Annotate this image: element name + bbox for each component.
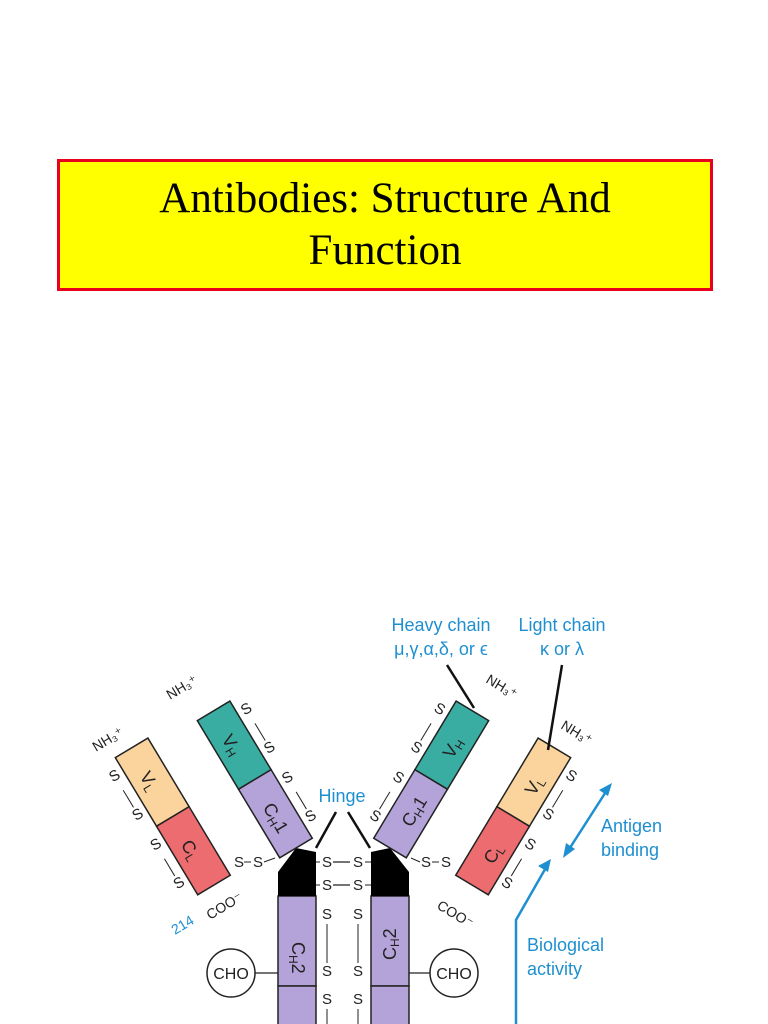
residue-214-label: 214 <box>168 912 196 938</box>
left-light-nh3: NH₃⁺ <box>89 724 126 755</box>
svg-text:S: S <box>322 877 332 894</box>
svg-text:S: S <box>322 906 332 923</box>
light-chain-label: Light chain <box>518 615 605 635</box>
left-ch2-label: CH2 <box>286 942 308 974</box>
svg-text:S: S <box>302 806 319 826</box>
svg-text:S: S <box>390 768 407 788</box>
svg-text:S: S <box>498 873 515 893</box>
svg-text:S: S <box>367 806 384 826</box>
heavy-chain-pointer <box>445 664 476 709</box>
heavy-chain-types: μ,γ,α,δ, or ϵ <box>394 639 488 659</box>
title-banner: Antibodies: Structure And Function <box>57 159 713 291</box>
left-heavy-arm: CH1 VH S S S S <box>196 699 319 859</box>
svg-text:S: S <box>539 805 556 825</box>
svg-text:S: S <box>353 877 363 894</box>
right-hinge-block <box>371 848 409 896</box>
right-light-chain: CL VL S S S S <box>454 737 580 896</box>
right-heavy-nh3: NH₃⁺ <box>483 671 520 702</box>
left-light-chain: CL VL S S S S <box>106 737 232 896</box>
right-cho-label: CHO <box>436 966 472 983</box>
svg-text:S: S <box>279 768 296 788</box>
svg-text:S: S <box>129 805 146 825</box>
svg-text:S: S <box>234 854 244 871</box>
light-chain-pointer <box>546 664 564 751</box>
svg-text:S: S <box>253 854 263 871</box>
svg-text:S: S <box>521 835 538 855</box>
antigen-label-1: Antigen <box>601 816 662 836</box>
svg-text:S: S <box>170 873 187 893</box>
svg-text:S: S <box>353 854 363 871</box>
right-light-nh3: NH₃⁺ <box>558 717 595 748</box>
biological-label-1: Biological <box>527 935 604 955</box>
right-ch2-domain <box>370 895 410 987</box>
left-hinge-block <box>278 848 316 896</box>
antigen-label-2: binding <box>601 840 659 860</box>
right-light-coo: COO⁻ <box>434 897 476 931</box>
svg-text:S: S <box>261 738 278 758</box>
hinge-label: Hinge <box>318 786 365 806</box>
svg-text:S: S <box>238 699 255 719</box>
svg-text:S: S <box>353 991 363 1008</box>
svg-text:S: S <box>353 963 363 980</box>
svg-text:S: S <box>408 738 425 758</box>
svg-text:S: S <box>322 854 332 871</box>
left-light-coo: COO⁻ <box>203 889 245 923</box>
left-heavy-nh3: NH₃⁺ <box>163 672 200 703</box>
right-ch3-domain <box>370 985 410 1024</box>
heavy-chain-label: Heavy chain <box>391 615 490 635</box>
svg-text:S: S <box>441 854 451 871</box>
svg-text:S: S <box>322 963 332 980</box>
light-chain-types: κ or λ <box>540 639 584 659</box>
biological-label-2: activity <box>527 959 582 979</box>
page-title: Antibodies: Structure And Function <box>159 175 611 274</box>
left-ch3-domain <box>277 985 317 1024</box>
left-ch2-domain <box>277 895 317 987</box>
svg-text:S: S <box>431 699 448 719</box>
svg-text:S: S <box>106 766 123 786</box>
svg-text:S: S <box>421 854 431 871</box>
svg-text:S: S <box>353 906 363 923</box>
biological-activity-arrow <box>514 859 551 1024</box>
right-heavy-arm: CH1 VH S S S S <box>367 699 490 859</box>
right-ch2-label: CH2 <box>380 928 402 960</box>
antigen-binding-arrow <box>563 783 612 858</box>
svg-text:S: S <box>322 991 332 1008</box>
left-cho-label: CHO <box>213 966 249 983</box>
svg-text:S: S <box>563 766 580 786</box>
svg-text:S: S <box>147 835 164 855</box>
